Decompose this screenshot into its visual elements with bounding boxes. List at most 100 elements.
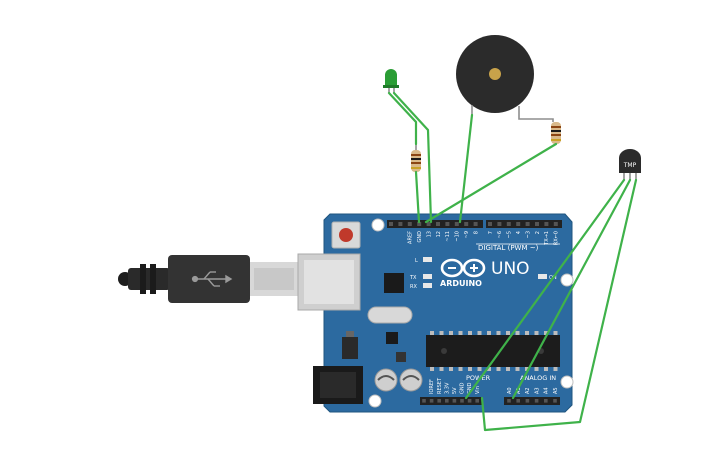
digital-header-left [387, 220, 483, 228]
digital-pin-label: ~6 [497, 231, 503, 238]
power-pin-hole[interactable] [437, 399, 441, 403]
digital-pin-hole[interactable] [389, 222, 393, 226]
power-pin-hole[interactable] [452, 399, 457, 403]
small-chip [386, 332, 398, 344]
digital-pin-hole[interactable] [426, 222, 431, 226]
chip-leg [496, 367, 501, 371]
power-pin-label: GND [467, 382, 473, 394]
capacitor-mark [377, 375, 395, 381]
wire-resistor-gnd[interactable] [414, 170, 421, 224]
power-pin-hole[interactable] [467, 399, 472, 403]
digital-pin-hole[interactable] [473, 222, 478, 226]
usb-icon [191, 271, 233, 287]
piezo-buzzer[interactable] [456, 35, 554, 122]
power-pin-hole[interactable] [475, 399, 479, 403]
digital-pin-label: ~9 [464, 231, 470, 238]
wire-buzzer-pin9[interactable] [458, 113, 474, 224]
digital-pin-hole[interactable] [553, 222, 558, 226]
power-pin-hole[interactable] [460, 399, 464, 403]
resistor-band [551, 126, 561, 128]
analog-pin-hole[interactable] [507, 399, 511, 403]
chip-leg [506, 367, 510, 371]
digital-pin-hole[interactable] [488, 222, 492, 226]
tmp-body [619, 149, 641, 173]
wire-tmp-5v[interactable] [464, 178, 626, 400]
power-pin-label: GND [460, 382, 466, 394]
analog-pin-hole[interactable] [553, 399, 557, 403]
digital-pin-hole[interactable] [506, 222, 511, 226]
digital-pin-hole[interactable] [516, 222, 521, 226]
analog-pin-hole[interactable] [534, 399, 539, 403]
led-rx [423, 283, 432, 288]
mounting-hole [560, 273, 574, 287]
chip-leg [544, 331, 548, 335]
analog-pin-label: A2 [525, 387, 531, 394]
analog-pin-label: A3 [534, 387, 540, 394]
chip-leg [487, 331, 491, 335]
capacitor [399, 368, 423, 392]
atmega-chip-legs [430, 331, 558, 371]
wire-tmp-gnd[interactable] [480, 178, 638, 432]
chip-leg [487, 367, 491, 371]
digital-pin-label: GND [417, 231, 423, 243]
digital-pin-label: ~5 [507, 231, 513, 238]
resistor-led[interactable] [411, 144, 421, 172]
power-pin-hole[interactable] [445, 399, 449, 403]
led-l [423, 257, 432, 262]
digital-pin-hole[interactable] [454, 222, 459, 226]
buzzer-center [489, 68, 501, 80]
power-pin-hole[interactable] [422, 399, 426, 403]
usb-b-jack-inner [304, 260, 354, 304]
wire-led-cathode-resistor[interactable] [387, 91, 418, 146]
digital-pin-hole[interactable] [407, 222, 412, 226]
analog-label: ANALOG IN [520, 374, 556, 382]
wire-led-anode-pin13[interactable] [392, 91, 433, 224]
digital-header-right [486, 220, 562, 228]
digital-pin-hole[interactable] [445, 222, 450, 226]
tmp-sensor[interactable]: TMP [619, 149, 641, 180]
resistor-buzzer[interactable] [551, 122, 561, 144]
arduino-logo-icon [440, 258, 486, 278]
chip-leg [439, 367, 444, 371]
digital-pin-label: 12 [436, 231, 442, 237]
chip-leg [439, 331, 444, 335]
power-pin-hole[interactable] [429, 399, 434, 403]
digital-pin-hole[interactable] [398, 222, 403, 226]
chip-leg [458, 367, 463, 371]
wire-buzzer-resistor-gnd[interactable] [424, 142, 558, 224]
analog-pin-hole[interactable] [516, 399, 520, 403]
green-led[interactable] [383, 69, 399, 93]
digital-pin-holes [389, 222, 558, 226]
analog-pin-hole[interactable] [525, 399, 530, 403]
chip-leg [515, 331, 520, 335]
digital-pin-label: ~3 [525, 231, 531, 238]
led-body [385, 69, 397, 86]
led-tx [423, 274, 432, 279]
digital-pin-hole[interactable] [544, 222, 549, 226]
power-jack-inner [320, 372, 356, 398]
wire-tmp-a0[interactable] [511, 178, 632, 400]
usb-cable[interactable] [118, 255, 298, 303]
digital-label: DIGITAL (PWM ~) [478, 244, 539, 252]
chip-leg [544, 367, 548, 371]
resistor-band [411, 167, 421, 169]
digital-pin-hole[interactable] [417, 222, 422, 226]
digital-pin-hole[interactable] [525, 222, 530, 226]
digital-pin-hole[interactable] [464, 222, 469, 226]
digital-pin-hole[interactable] [497, 222, 502, 226]
digital-pin-hole[interactable] [535, 222, 539, 226]
reset-button-cap[interactable] [339, 228, 353, 242]
digital-pin-hole[interactable] [436, 222, 440, 226]
capacitor [374, 368, 398, 392]
analog-pin-hole[interactable] [544, 399, 548, 403]
chip-leg [430, 331, 434, 335]
usb-plug-inner [254, 268, 294, 290]
small-component [396, 352, 406, 362]
power-pin-label: IOREF [429, 379, 435, 394]
chip-leg [534, 331, 539, 335]
board-brand: ARDUINO [440, 279, 482, 288]
wires[interactable] [387, 91, 638, 432]
